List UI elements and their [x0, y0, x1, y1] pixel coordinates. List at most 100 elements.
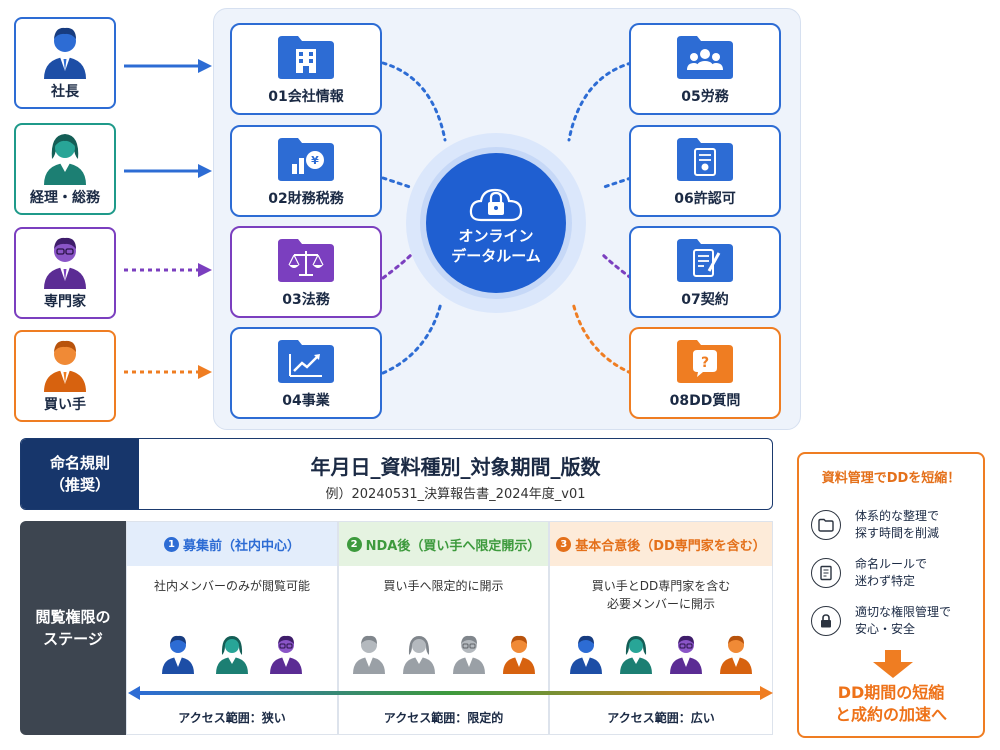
- folder-label: 08DD質問: [669, 393, 741, 409]
- arrow-dotted-buyer: [124, 365, 212, 379]
- folder-label: 01会社情報: [268, 89, 344, 105]
- businessman-icon: [162, 635, 194, 674]
- scales-icon: [278, 239, 334, 282]
- folder-label: 06許認可: [674, 191, 736, 207]
- folder-card-dd-questions[interactable]: ? 08DD質問: [629, 327, 781, 419]
- role-label: 専門家: [44, 294, 86, 310]
- stage-header: 2 NDA後（買い手へ限定開示）: [339, 522, 548, 566]
- stage-people: [339, 630, 548, 674]
- arrow-solid-president: [124, 59, 212, 73]
- stage-number: 2: [346, 536, 362, 552]
- gray-person-icon: [352, 635, 385, 674]
- building-icon: [278, 36, 334, 79]
- down-arrow-icon: [873, 650, 913, 678]
- stage-card-2: 2 NDA後（買い手へ限定開示） 買い手へ限定的に開示 アクセス範囲：限定的: [338, 521, 549, 735]
- stage-access-range: アクセス範囲：限定的: [383, 711, 504, 725]
- folder-card-contracts[interactable]: 07契約: [629, 226, 781, 318]
- document-icon: [811, 558, 841, 588]
- businessman-icon: [570, 635, 602, 674]
- stage-access-range: アクセス範囲：狭い: [178, 711, 286, 725]
- stage-desc-line1: 買い手へ限定的に開示: [383, 579, 504, 593]
- benefit-result-line1: DD期間の短縮: [837, 683, 945, 702]
- benefit-item: 適切な権限管理で 安心・安全: [811, 598, 977, 644]
- folder-label: 05労務: [681, 89, 729, 105]
- certificate-icon: [677, 138, 733, 181]
- role-card-accounting: 経理・総務: [14, 123, 116, 215]
- folder-card-labor[interactable]: 05労務: [629, 23, 781, 115]
- benefit-title: 資料管理でDDを短縮！: [821, 471, 961, 486]
- woman-icon: [216, 636, 248, 674]
- growth-chart-icon: [278, 340, 334, 383]
- stage-number: 1: [163, 536, 179, 552]
- folder-card-legal[interactable]: 03法務: [230, 226, 382, 318]
- folder-card-business[interactable]: 04事業: [230, 327, 382, 419]
- stage-title: NDA後（買い手へ限定開示）: [365, 538, 541, 554]
- benefit-panel: 資料管理でDDを短縮！ 体系的な整理で 探す時間を削減 命名ルールで 迷わず特定…: [797, 452, 985, 738]
- hub-title-line2: データルーム: [451, 247, 541, 265]
- svg-text:?: ?: [701, 355, 709, 371]
- question-icon: ?: [677, 340, 733, 383]
- stage-title: 募集前（社内中心）: [182, 538, 300, 554]
- stage-card-3: 3 基本合意後（DD専門家を含む） 買い手とDD専門家を含む 必要メンバーに開示…: [549, 521, 773, 735]
- benefit-text-line2: 探す時間を削減: [855, 526, 940, 540]
- stage-desc-line1: 社内メンバーのみが閲覧可能: [153, 579, 310, 593]
- stage-description: 社内メンバーのみが閲覧可能: [127, 577, 337, 595]
- role-card-buyer: 買い手: [14, 330, 116, 422]
- stages-label: 閲覧権限の ステージ: [20, 521, 126, 735]
- folder-label: 04事業: [282, 393, 330, 409]
- stage-desc-line2: 必要メンバーに開示: [606, 597, 715, 611]
- finance-icon: ¥: [278, 138, 334, 181]
- woman-icon: [620, 636, 652, 674]
- naming-rule-format: 年月日_資料種別_対象期間_版数: [310, 455, 601, 479]
- stages-label-line2: ステージ: [43, 630, 103, 648]
- stage-access-range: アクセス範囲：広い: [607, 711, 715, 725]
- arrow-solid-accounting: [124, 164, 212, 178]
- folder-card-finance[interactable]: ¥ 02財務税務: [230, 125, 382, 217]
- benefit-text-line2: 迷わず特定: [855, 574, 916, 588]
- folder-icon: [811, 510, 841, 540]
- folder-label: 07契約: [681, 292, 729, 308]
- specialist-icon: [270, 635, 302, 674]
- specialist-icon: [670, 635, 702, 674]
- folder-label: 03法務: [282, 292, 330, 308]
- benefit-result: DD期間の短縮 と成約の加速へ: [799, 682, 983, 726]
- buyer-icon: [44, 340, 86, 392]
- stage-header: 3 基本合意後（DD専門家を含む）: [550, 522, 772, 566]
- benefit-result-line2: と成約の加速へ: [834, 705, 947, 724]
- stages-label-line1: 閲覧権限の: [35, 608, 111, 626]
- benefit-text-line2: 安心・安全: [855, 622, 916, 636]
- hub-connectors: [381, 61, 633, 375]
- businessman-icon: [44, 27, 86, 79]
- lock-shield-icon: [811, 606, 841, 636]
- contract-icon: [677, 239, 733, 282]
- stage-people: [550, 630, 772, 674]
- hub-circle: オンライン データルーム: [426, 153, 566, 293]
- gray-person-icon: [402, 636, 435, 674]
- stage-number: 3: [556, 536, 572, 552]
- specialist-icon: [44, 237, 86, 289]
- naming-label-line1: 命名規則: [49, 454, 110, 472]
- gray-person-icon: [452, 635, 485, 674]
- benefit-item: 体系的な整理で 探す時間を削減: [811, 502, 977, 548]
- naming-label-line2: （推奨）: [49, 476, 110, 494]
- benefit-text-line1: 適切な権限管理で: [855, 605, 952, 619]
- benefit-text: 適切な権限管理で 安心・安全: [855, 604, 951, 638]
- naming-rule-label: 命名規則 （推奨）: [21, 439, 139, 509]
- stage-title: 基本合意後（DD専門家を含む）: [575, 538, 766, 554]
- benefit-text-line1: 命名ルールで: [855, 557, 928, 571]
- role-label: 買い手: [44, 397, 86, 413]
- folder-card-company-info[interactable]: 01会社情報: [230, 23, 382, 115]
- cloud-lock-icon: [469, 188, 523, 222]
- role-card-president: 社長: [14, 17, 116, 109]
- folder-label: 02財務税務: [268, 191, 344, 207]
- role-label: 社長: [51, 84, 79, 100]
- stage-description: 買い手とDD専門家を含む 必要メンバーに開示: [550, 577, 772, 613]
- buyer-icon: [720, 635, 752, 674]
- folder-card-permits[interactable]: 06許認可: [629, 125, 781, 217]
- benefit-item: 命名ルールで 迷わず特定: [811, 550, 977, 596]
- role-arrows: [124, 59, 212, 379]
- stage-card-1: 1 募集前（社内中心） 社内メンバーのみが閲覧可能 アクセス範囲：狭い: [126, 521, 338, 735]
- data-room-hub: オンライン データルーム: [406, 133, 586, 313]
- benefit-text: 命名ルールで 迷わず特定: [855, 556, 927, 590]
- naming-rule-example: 例）20240531_決算報告書_2024年度_v01: [325, 487, 586, 502]
